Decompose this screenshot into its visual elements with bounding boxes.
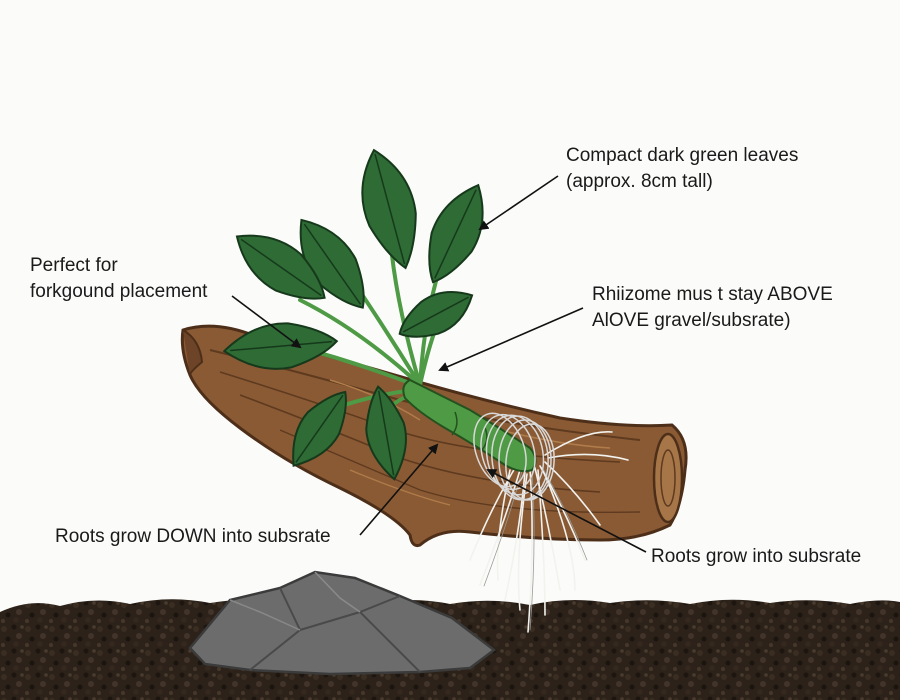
arrow-foreground (231, 295, 302, 349)
leaf (235, 234, 326, 300)
arrow-roots-into (486, 469, 647, 553)
leaf (222, 322, 339, 370)
leaf (292, 390, 347, 467)
annotation-rhizome: Rhiizome mus t stay ABOVE AlOVE gravel/s… (592, 282, 833, 334)
annotation-arrows (231, 175, 647, 553)
annotation-roots-into: Roots grow into subsrate (651, 544, 861, 570)
arrow-leaves (478, 175, 559, 231)
rhizome (402, 378, 537, 473)
rock (188, 570, 497, 676)
annotation-leaves: Compact dark green leaves (approx. 8cm t… (566, 143, 798, 195)
annotation-foreground-line2: forkgound placement (30, 281, 208, 302)
annotation-roots-down: Roots grow DOWN into subsrate (55, 524, 331, 550)
leaf (398, 290, 474, 338)
arrow-roots-down (359, 443, 439, 536)
leaf (361, 148, 417, 270)
plant-leaves (222, 148, 484, 481)
leaf (365, 385, 407, 481)
arrow-rhizome (438, 307, 584, 372)
annotation-leaves-line1: Compact dark green leaves (566, 145, 799, 166)
annotation-rhizome-line2: AlOVE gravel/subsrate) (592, 310, 791, 331)
fishing-line-wrap (473, 412, 555, 501)
leaf (428, 183, 484, 284)
annotation-roots-into-line1: Roots grow into subsrate (651, 546, 862, 567)
annotation-roots-down-line1: Roots grow DOWN into subsrate (55, 526, 331, 547)
annotation-foreground: Perfect for forkgound placement (30, 253, 207, 305)
annotation-rhizome-line1: Rhiizome mus t stay ABOVE (592, 284, 833, 305)
annotation-leaves-line2: (approx. 8cm tall) (566, 171, 713, 192)
annotation-foreground-line1: Perfect for (30, 255, 118, 276)
